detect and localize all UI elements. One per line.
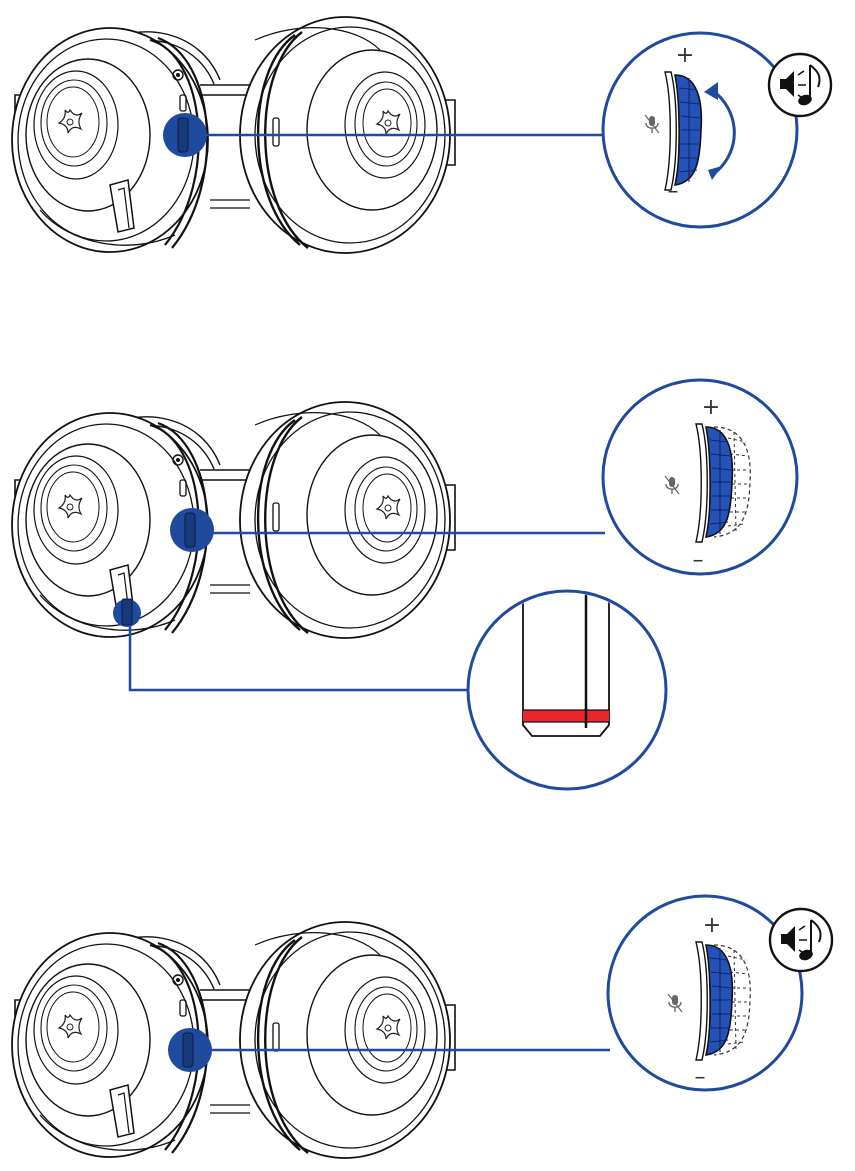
speaker-music-icon <box>770 909 832 971</box>
panel-volume-pushed <box>12 922 610 1158</box>
plus-sign: + <box>676 43 694 68</box>
plus-sign: + <box>702 395 720 420</box>
mic-led-callout-line <box>130 625 468 690</box>
minus-sign: – <box>668 179 679 204</box>
wheel-zoom-callout <box>603 380 797 574</box>
headset-icon <box>12 402 455 638</box>
headset-icon <box>12 922 455 1158</box>
speaker-music-icon <box>769 54 831 116</box>
mic-led-indicator <box>523 710 609 722</box>
panel-volume-adjust: + – <box>12 17 831 253</box>
mic-boom-icon <box>468 580 666 789</box>
minus-sign: – <box>695 1065 706 1090</box>
minus-sign: – <box>693 548 704 573</box>
plus-sign: + <box>703 913 721 938</box>
